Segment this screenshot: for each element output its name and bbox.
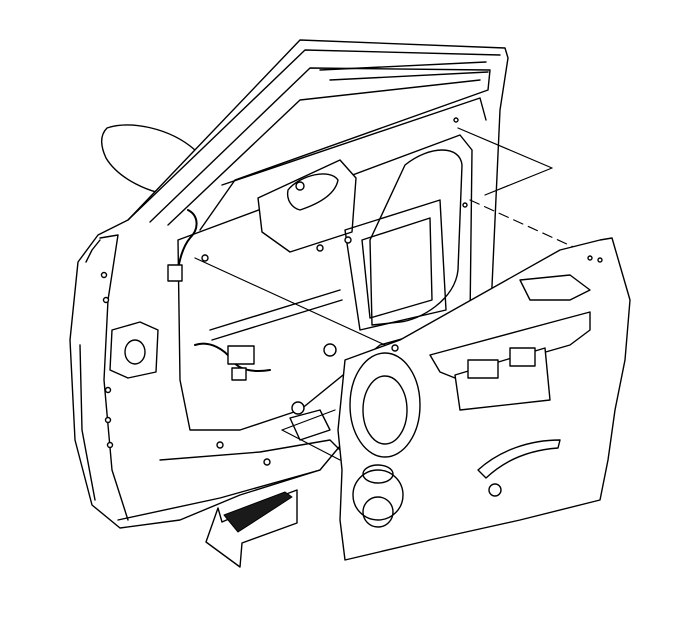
glass-channel	[319, 61, 489, 81]
inner-panel-bottom	[117, 469, 321, 521]
hinge-block	[109, 321, 159, 379]
door-shell	[69, 39, 509, 529]
inner-door-panel	[100, 117, 473, 521]
door-handle-lever	[286, 173, 339, 211]
lower-clip	[289, 409, 331, 441]
leader-dashed	[469, 199, 581, 251]
leader-lower-b	[281, 429, 341, 461]
leader-upper-b	[484, 167, 553, 196]
speaker-grille-outer	[349, 352, 421, 458]
leader-lower-a	[281, 409, 336, 431]
regulator-rail	[209, 289, 343, 341]
lower-cup-outer	[352, 469, 404, 521]
trim-clip-left	[391, 344, 399, 352]
window-frame-inner	[149, 67, 491, 231]
trim-clip-top	[597, 257, 603, 263]
window-frame-lip	[167, 79, 481, 226]
trim-screw	[488, 483, 502, 497]
trim-pull-strap	[477, 439, 561, 479]
hinge-hole	[124, 339, 146, 365]
harness-connector	[167, 264, 183, 282]
door-front-flange	[99, 234, 129, 521]
rear-cutout	[369, 149, 463, 326]
door-outer-edge	[69, 39, 509, 529]
door-handle-bracket	[257, 159, 357, 253]
panel-holes	[100, 117, 468, 466]
regulator-track	[344, 199, 447, 331]
lock-switch	[509, 347, 536, 367]
lower-connector	[227, 345, 255, 365]
inner-panel-opening	[177, 134, 473, 431]
door-front-flange-lower	[79, 344, 96, 501]
leader-lines	[194, 127, 581, 461]
trim-pull-handle	[519, 274, 591, 301]
regulator-track-inner	[361, 217, 433, 319]
trim-clip-right	[587, 255, 593, 261]
door-trim-panel	[337, 237, 631, 561]
leader-upper-a	[457, 127, 553, 169]
arrow-shading	[223, 491, 293, 533]
lower-connector-b	[231, 367, 247, 381]
lower-cup-inner	[362, 496, 394, 528]
leader-middle	[194, 257, 386, 346]
door-front-flange-inner	[85, 239, 101, 263]
window-switch	[467, 359, 499, 379]
handle-pivot	[295, 181, 305, 191]
inner-panel-lower-edge	[159, 439, 346, 461]
lower-cup-ring	[362, 464, 394, 484]
speaker-grille-inner	[362, 375, 408, 445]
window-frame-a-pillar	[127, 49, 501, 221]
window-belt-line	[221, 97, 487, 186]
